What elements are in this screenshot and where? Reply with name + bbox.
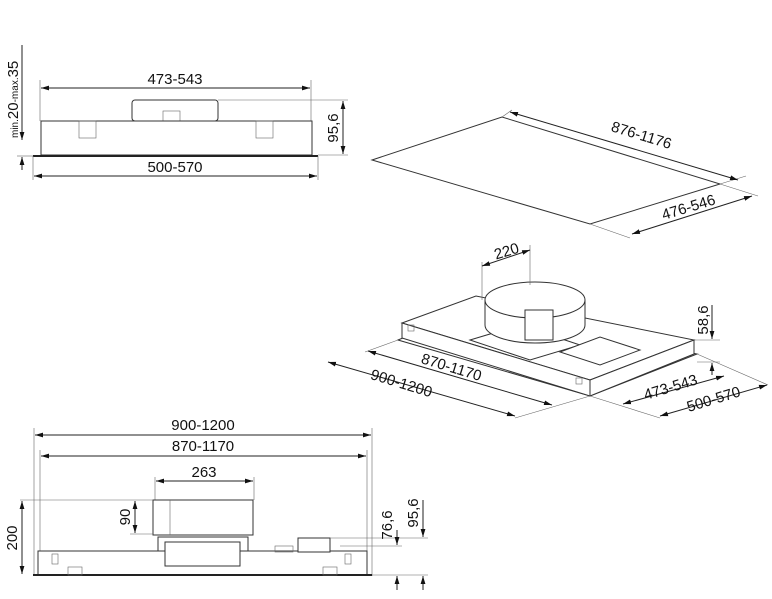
motor-length-label: 263 [191, 464, 216, 481]
motor-housing [131, 99, 219, 122]
side-view-top-left: 473-543 500-570 95,6 min.20-max.35 [5, 45, 348, 180]
isometric-hood-view: 220 58,6 870-1170 900-1200 473-543 500-5… [327, 240, 769, 419]
cutout-length-label: 876-1176 [609, 118, 674, 152]
front-outer-length-label: 900-1200 [171, 417, 234, 434]
front-view: 900-1200 870-1170 263 200 90 76,6 95,6 [4, 417, 428, 590]
motor-width-label: 220 [492, 240, 521, 264]
iso-outer-length-label: 900-1200 [369, 366, 435, 401]
height-a-label: 76,6 [379, 510, 396, 539]
motor-unit [484, 281, 586, 344]
height-b-label: 95,6 [405, 498, 422, 527]
front-motor-housing [152, 499, 254, 536]
inner-width-label: 473-543 [147, 71, 202, 88]
cutout-plane-view: 876-1176 476-546 [370, 109, 759, 239]
svg-text:min.20-max.35: min.20-max.35 [5, 61, 22, 138]
motor-height-label: 90 [117, 509, 134, 526]
total-height-label: 200 [4, 525, 21, 550]
front-inner-length-label: 870-1170 [172, 438, 234, 455]
iso-height-label: 58,6 [695, 305, 712, 334]
recess-range-label: min.20-max.35 [5, 61, 22, 138]
height-label: 95,6 [325, 113, 342, 142]
outer-width-label: 500-570 [147, 159, 202, 176]
